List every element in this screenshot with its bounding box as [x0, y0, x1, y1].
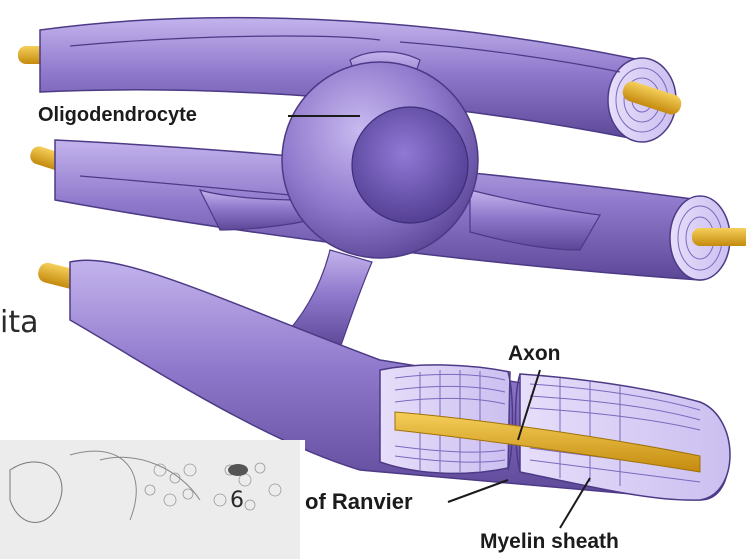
- cropped-side-text: ita: [0, 305, 38, 340]
- axon-end-middle-right: [692, 228, 746, 246]
- axon-label: Axon: [508, 342, 561, 365]
- electron-micrograph-inset: 6: [0, 440, 305, 559]
- oligodendrocyte-label: Oligodendrocyte: [38, 104, 197, 126]
- oligodendrocyte-cell-body: [282, 62, 478, 258]
- nucleus: [352, 107, 468, 223]
- node-leader-line: [448, 480, 508, 502]
- myelin-sheath-label: Myelin sheath: [480, 530, 619, 553]
- inset-number: 6: [230, 488, 244, 513]
- node-of-ranvier-label: of Ranvier: [305, 489, 413, 514]
